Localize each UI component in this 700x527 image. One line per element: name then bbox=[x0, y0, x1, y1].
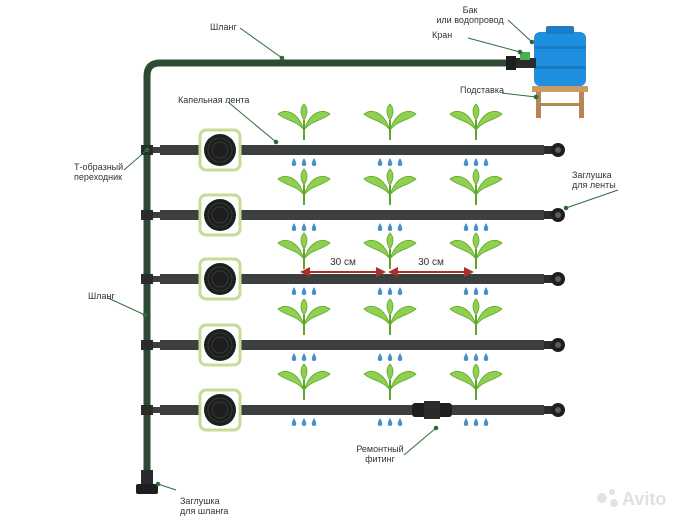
water-drops bbox=[291, 418, 317, 426]
callout-lines bbox=[107, 19, 619, 491]
water-drops bbox=[463, 418, 489, 426]
tape-end-plug-5 bbox=[544, 403, 565, 417]
plant bbox=[449, 363, 503, 401]
label-hose-plug-line1: Заглушка bbox=[180, 496, 220, 506]
plant bbox=[363, 103, 417, 141]
water-drops bbox=[291, 353, 317, 361]
label-tap: Кран bbox=[432, 30, 452, 40]
tee-adapter-5 bbox=[141, 405, 161, 415]
water-drops bbox=[463, 287, 489, 295]
tee-adapter-4 bbox=[141, 340, 161, 350]
label-tape-plug-line2: для ленты bbox=[572, 180, 616, 190]
water-drops bbox=[377, 287, 403, 295]
tap bbox=[506, 52, 536, 70]
label-tank-line2: или водопровод bbox=[436, 15, 504, 25]
tape-end-plug-3 bbox=[544, 272, 565, 286]
water-drops bbox=[463, 223, 489, 231]
drip-tape-2 bbox=[160, 210, 544, 220]
water-drops bbox=[377, 158, 403, 166]
plant bbox=[363, 298, 417, 336]
label-stand: Подставка bbox=[460, 85, 504, 95]
tape-end-plug-1 bbox=[544, 143, 565, 157]
label-repair-line1: Ремонтный bbox=[356, 444, 403, 454]
label-drip-tape: Капельная лента bbox=[178, 95, 249, 105]
plant bbox=[363, 168, 417, 206]
plant bbox=[363, 363, 417, 401]
drip-tape-3 bbox=[160, 274, 544, 284]
label-hose-top: Шланг bbox=[210, 22, 237, 32]
stand bbox=[532, 86, 588, 118]
water-drops bbox=[377, 223, 403, 231]
tape-reel-2 bbox=[198, 193, 242, 237]
distance-label-1: 30 см bbox=[330, 257, 356, 268]
label-tape-plug-line1: Заглушка bbox=[572, 170, 612, 180]
tape-end-plug-2 bbox=[544, 208, 565, 222]
plant bbox=[277, 232, 331, 270]
water-drops bbox=[377, 418, 403, 426]
label-hose-left: Шланг bbox=[88, 291, 115, 301]
label-repair-line2: фитинг bbox=[365, 454, 396, 464]
main-hose bbox=[143, 59, 524, 474]
plant bbox=[363, 232, 417, 270]
label-tee-line2: переходник bbox=[74, 172, 122, 182]
water-tank bbox=[534, 26, 586, 86]
water-drops bbox=[377, 353, 403, 361]
tee-adapter-1 bbox=[141, 145, 161, 155]
plant bbox=[449, 298, 503, 336]
tape-end-plug-4 bbox=[544, 338, 565, 352]
plant bbox=[449, 103, 503, 141]
label-hose-plug-line2: для шланга bbox=[180, 506, 228, 516]
drip-tape-1 bbox=[160, 145, 544, 155]
tape-reel-4 bbox=[198, 323, 242, 367]
avito-watermark-text: Avito bbox=[622, 489, 666, 509]
water-drops bbox=[291, 158, 317, 166]
water-drops bbox=[291, 287, 317, 295]
plant bbox=[277, 168, 331, 206]
plant bbox=[277, 298, 331, 336]
drip-tape-4 bbox=[160, 340, 544, 350]
plant bbox=[449, 168, 503, 206]
tape-reel-5 bbox=[198, 388, 242, 432]
water-drops bbox=[463, 353, 489, 361]
label-tee-line1: Т-образный bbox=[74, 162, 123, 172]
water-drops bbox=[463, 158, 489, 166]
plant bbox=[449, 232, 503, 270]
tape-reel-3 bbox=[198, 257, 242, 301]
plant bbox=[277, 363, 331, 401]
distance-label-2: 30 см bbox=[418, 257, 444, 268]
drip-tape-rows bbox=[141, 128, 565, 432]
distance-arrows bbox=[300, 267, 474, 277]
tee-adapter-2 bbox=[141, 210, 161, 220]
tee-adapter-3 bbox=[141, 274, 161, 284]
plant bbox=[277, 103, 331, 141]
label-tank-line1: Бак bbox=[463, 5, 478, 15]
repair-fitting bbox=[412, 401, 452, 419]
avito-watermark: Avito bbox=[597, 489, 666, 509]
water-drops bbox=[291, 223, 317, 231]
hose-end-plug bbox=[136, 470, 158, 494]
tape-reel-1 bbox=[198, 128, 242, 172]
drip-tape-5 bbox=[160, 405, 544, 415]
